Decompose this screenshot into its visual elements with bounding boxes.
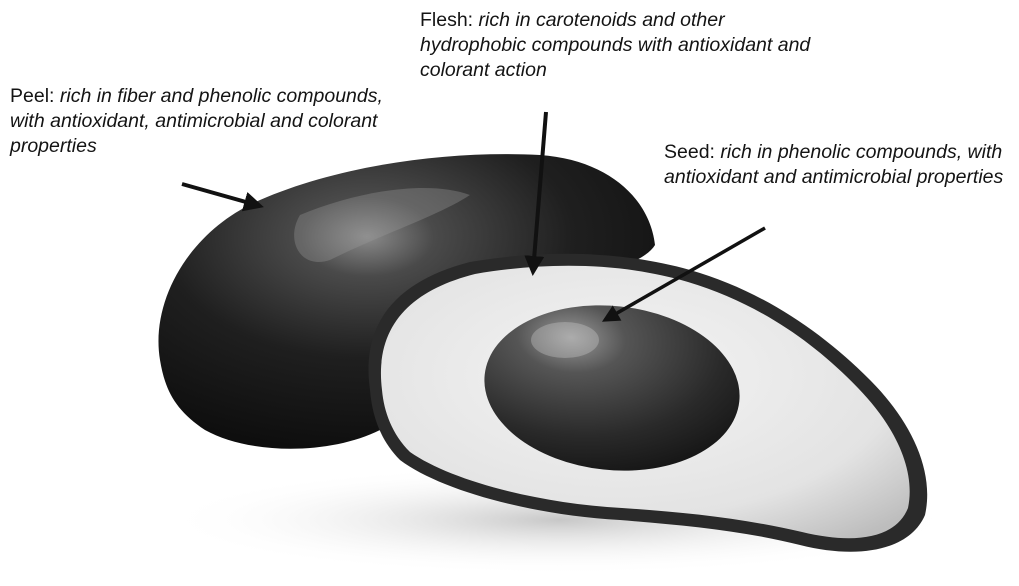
peel-arrow [182, 184, 260, 206]
seed-term: Seed: [664, 141, 715, 163]
flesh-term: Flesh: [420, 9, 473, 31]
seed-description: rich in phenolic compounds, with antioxi… [664, 141, 1003, 188]
peel-description: rich in fiber and phenolic compounds, wi… [10, 85, 383, 157]
flesh-label: Flesh: rich in carotenoids and other hyd… [420, 8, 820, 83]
peel-term: Peel: [10, 85, 54, 107]
seed-label: Seed: rich in phenolic compounds, with a… [664, 140, 1014, 190]
flesh-description: rich in carotenoids and other hydrophobi… [420, 9, 810, 81]
peel-label: Peel: rich in fiber and phenolic compoun… [10, 84, 395, 159]
